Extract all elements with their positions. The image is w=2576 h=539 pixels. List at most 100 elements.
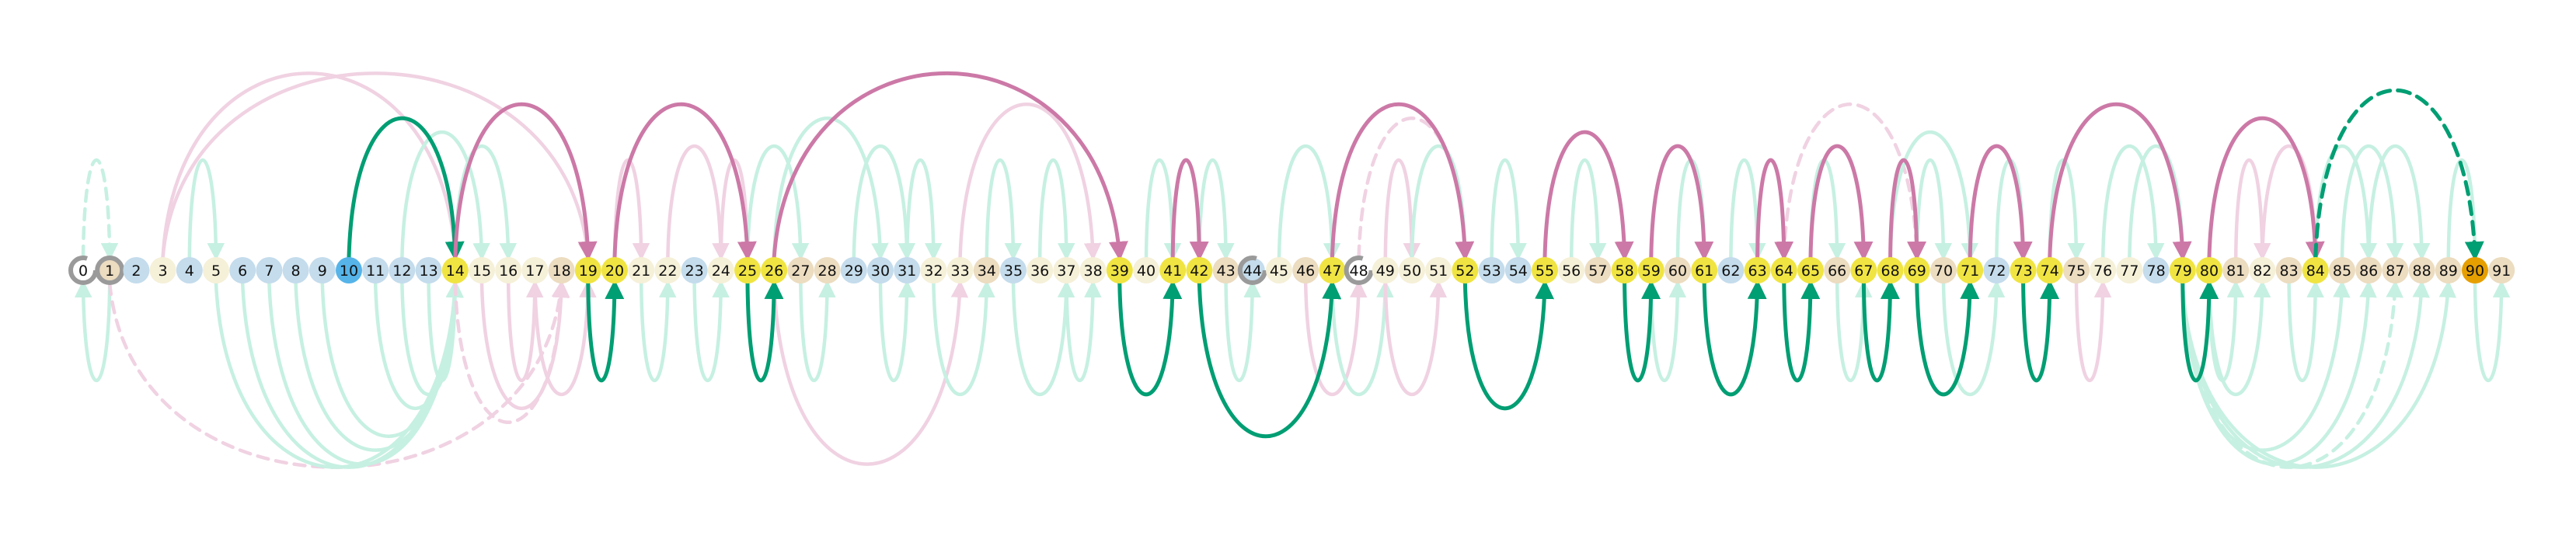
node-circle [1079,257,1107,283]
faint-edge-89-to-90 [2446,158,2484,261]
node-label: 14 [446,263,465,280]
graph-node-41: 41 [1159,257,1187,283]
faint-edge-26-to-30 [772,116,889,261]
node-label: 76 [2093,263,2112,280]
graph-node-90: 90 [2462,257,2488,283]
node-circle [1558,257,1585,283]
graph-node-88: 88 [2408,257,2435,283]
node-label: 75 [2067,263,2086,280]
graph-node-8: 8 [282,257,309,283]
graph-node-72: 72 [1983,257,2010,283]
node-label: 12 [392,263,411,280]
node-label: 2 [131,263,141,280]
graph-node-12: 12 [389,257,416,283]
graph-node-80: 80 [2196,257,2222,283]
node-circle [761,257,788,283]
highlight-edge-59-to-61 [1649,144,1714,261]
graph-node-5: 5 [203,257,229,283]
node-circle [1611,257,1638,283]
graph-node-10: 10 [336,257,362,283]
node-label: 85 [2333,263,2351,280]
node-circle [336,257,362,283]
graph-node-20: 20 [601,257,628,283]
node-label: 20 [605,263,624,280]
faint-edge-33-to-38 [958,103,1102,261]
graph-node-69: 69 [1903,257,1930,283]
node-label: 83 [2280,263,2299,280]
faint-edge-47-to-49 [1330,280,1394,397]
highlight-edge-65-to-67 [1808,144,1874,261]
graph-node-66: 66 [1824,257,1851,283]
node-circle [2302,257,2329,283]
graph-node-3: 3 [149,257,176,283]
node-circle [1000,257,1027,283]
node-circle [2462,257,2488,283]
node-label: 10 [340,263,358,280]
faint-edge-12-to-15 [400,130,490,261]
graph-node-32: 32 [920,257,947,283]
node-label: 50 [1403,263,1421,280]
node-label: 37 [1057,263,1075,280]
graph-node-62: 62 [1717,257,1745,283]
graph-node-82: 82 [2249,257,2276,283]
node-circle [894,257,921,283]
faint-edge-85-to-87 [2340,144,2404,261]
node-label: 46 [1296,263,1315,280]
node-circle [2382,257,2409,283]
node-label: 64 [1775,263,1793,280]
node-label: 3 [159,263,168,280]
node-label: 61 [1695,263,1713,280]
faint-edge-4-to-5 [187,158,225,261]
node-circle [920,257,947,283]
node-circle [256,257,283,283]
node-circle [1266,257,1292,283]
graph-node-57: 57 [1584,257,1612,283]
node-label: 36 [1030,263,1049,280]
node-label: 41 [1163,263,1182,280]
node-label: 24 [712,263,730,280]
node-circle [1133,257,1159,283]
faint-edge-3-to-19 [161,71,596,261]
node-label: 88 [2413,263,2431,280]
node-label: 67 [1854,263,1873,280]
faint-edge-23-to-24 [692,280,730,383]
node-circle [95,256,125,285]
node-circle [548,257,575,283]
node-label: 7 [264,263,274,280]
faint-edge-75-to-76 [2074,280,2112,383]
graph-node-19: 19 [574,257,601,283]
node-circle [1664,257,1691,283]
graph-node-26: 26 [761,257,788,283]
node-label: 33 [951,263,970,280]
node-circle [840,257,867,283]
node-circle [1797,257,1824,283]
node-label: 32 [924,263,943,280]
graph-node-71: 71 [1957,257,1984,283]
highlight-edge-26-to-39 [772,71,1128,261]
node-label: 74 [2041,263,2059,280]
node-circle [2435,257,2462,283]
node-label: 53 [1483,263,1501,280]
graph-node-55: 55 [1532,257,1558,283]
graph-node-63: 63 [1744,257,1771,283]
node-circle [2090,257,2117,283]
node-circle [1903,257,1930,283]
node-circle [469,257,495,283]
graph-node-48: 48 [1344,256,1374,285]
node-label: 21 [632,263,650,280]
node-label: 19 [579,263,598,280]
graph-node-11: 11 [362,257,389,283]
faint-edge-53-to-54 [1490,158,1527,261]
node-label: 23 [685,263,704,280]
node-circle [2329,257,2355,283]
faint-edge-0-to-1 [81,158,119,261]
graph-node-86: 86 [2355,257,2383,283]
graph-node-52: 52 [1452,257,1479,283]
highlight-edge-67-to-68 [1861,280,1900,383]
node-circle [2010,257,2037,283]
faint-edge-37-to-38 [1065,280,1102,383]
graph-node-14: 14 [441,257,469,283]
graph-node-37: 37 [1053,257,1080,283]
node-label: 90 [2466,263,2484,280]
